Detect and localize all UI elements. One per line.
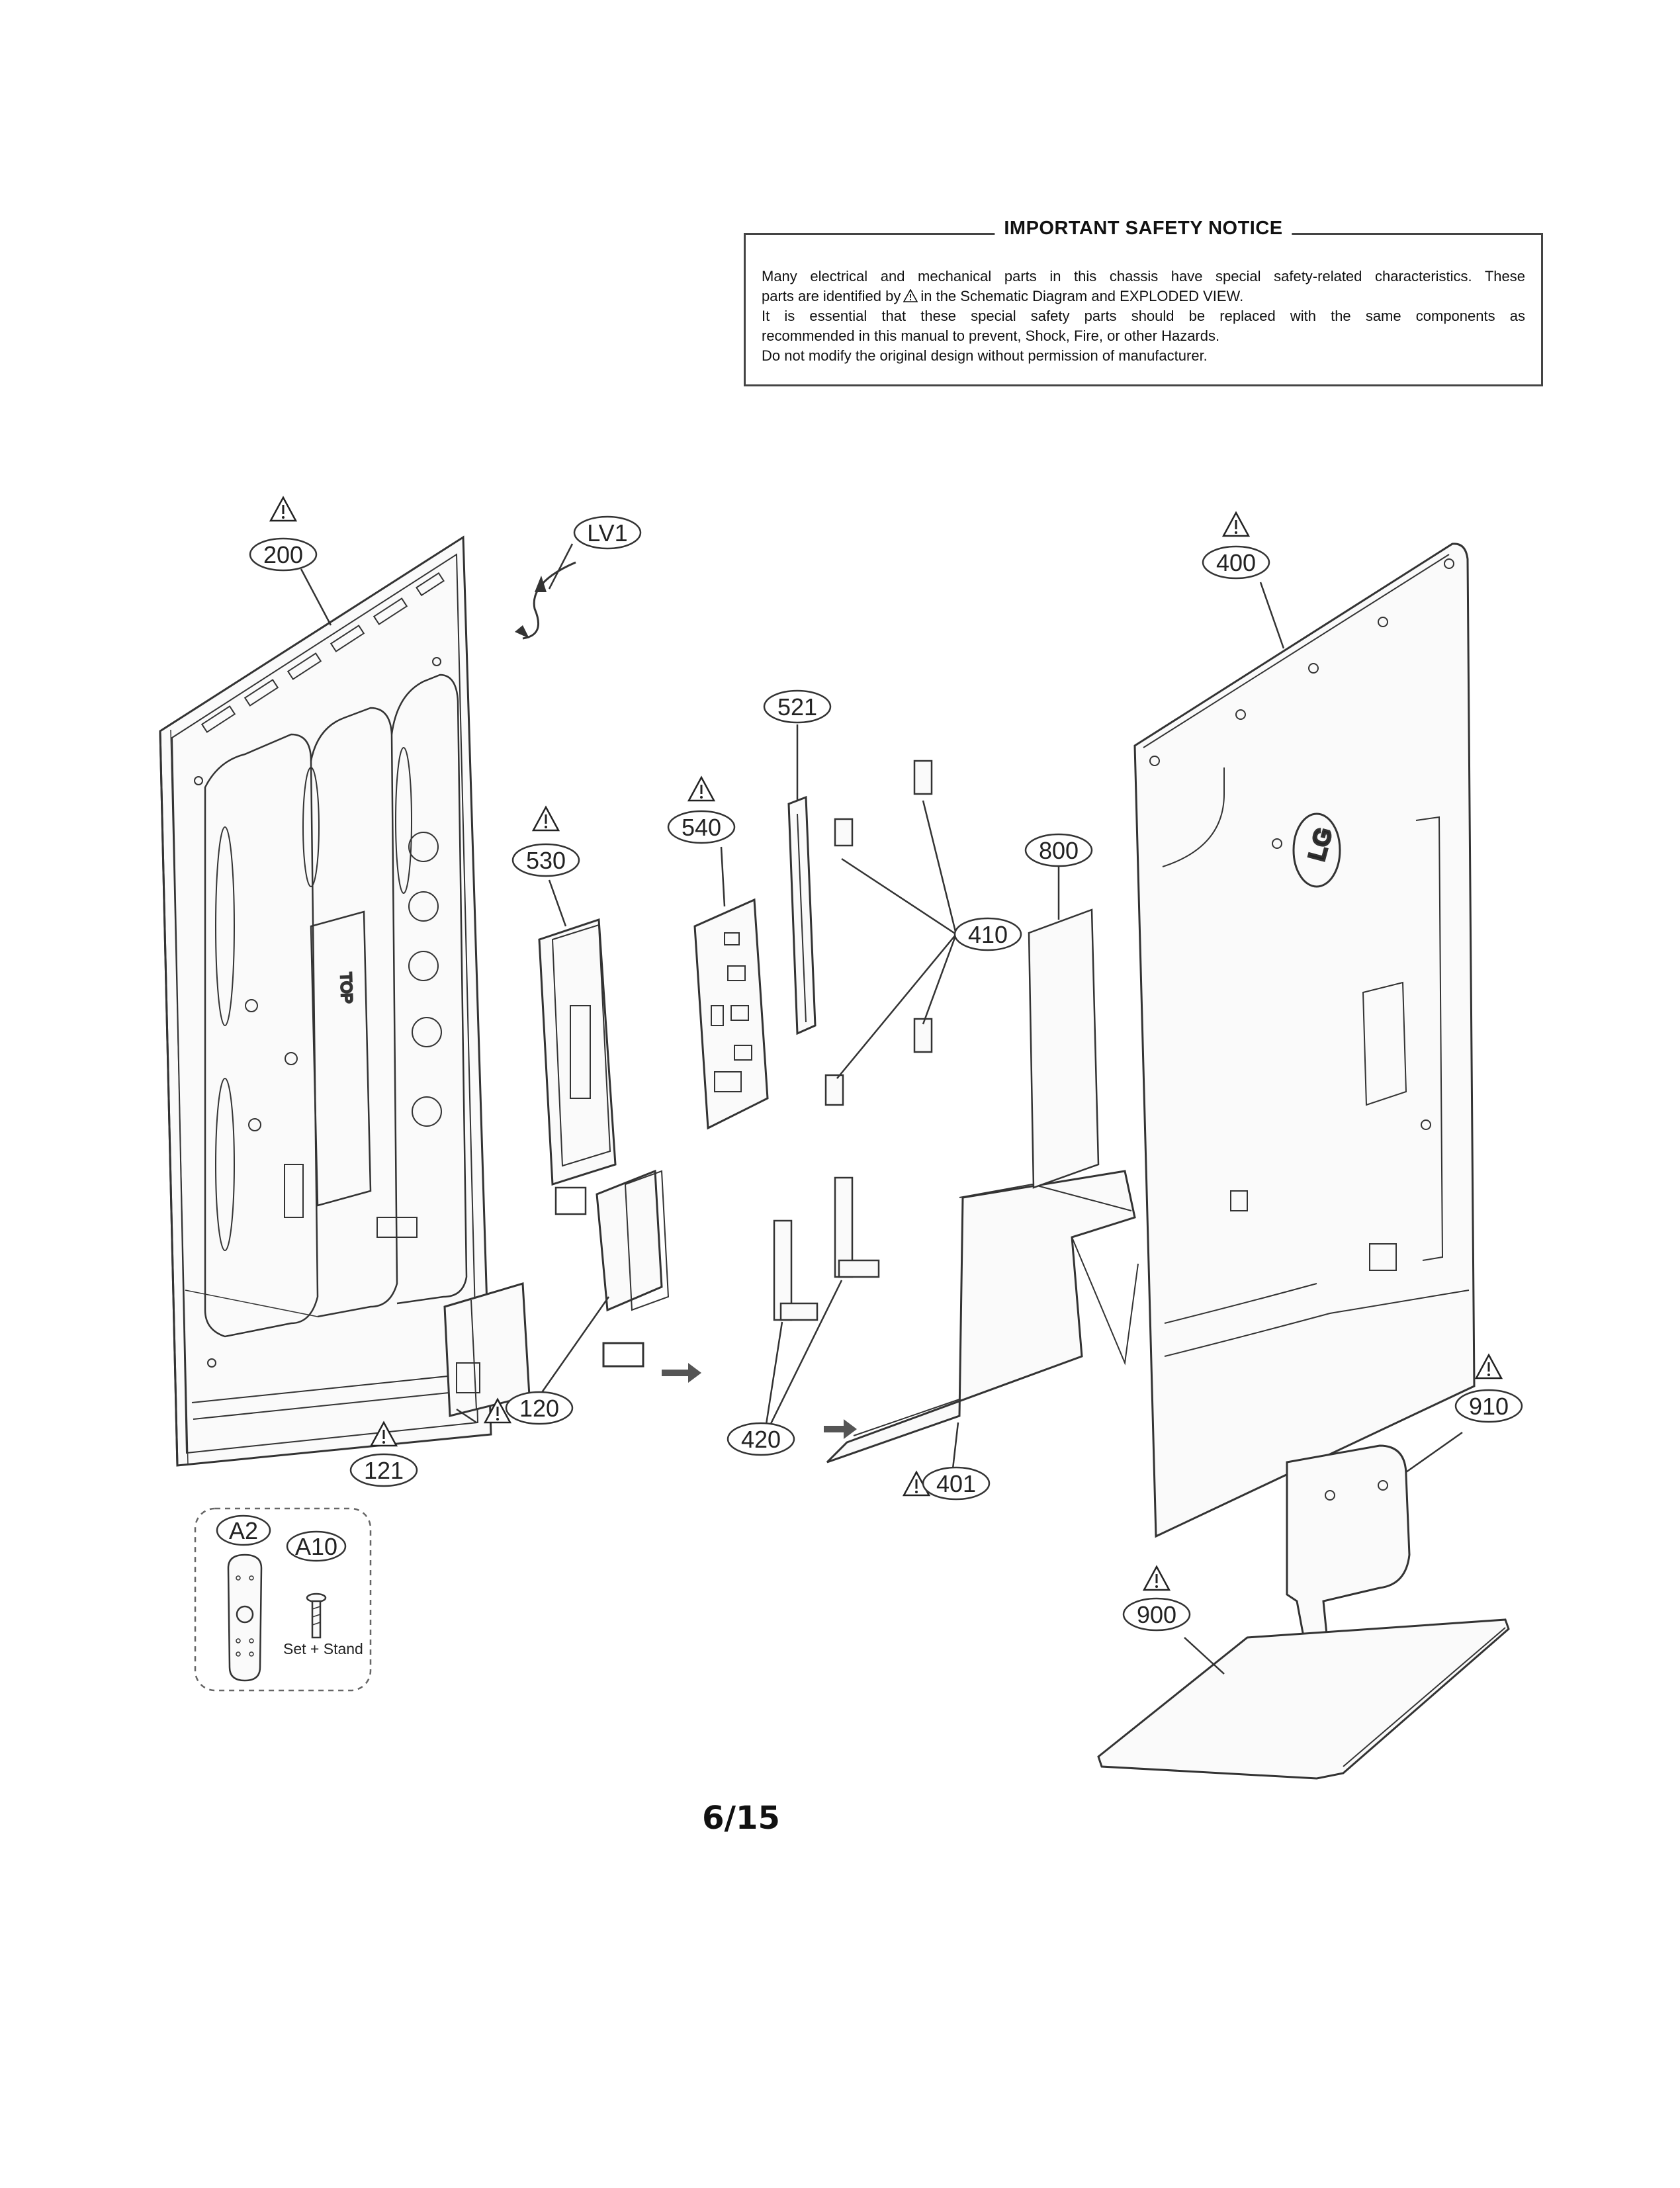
vertical-bracket-part-group: [773, 1176, 880, 1321]
cover-part: [596, 1169, 701, 1383]
callout-a2: A2: [216, 1514, 271, 1546]
clip-part-group: [824, 760, 933, 1106]
callout-label-a10: A10: [295, 1533, 337, 1560]
power-board-part: [538, 918, 617, 1215]
notice-line-2a: parts are identified by: [762, 288, 901, 304]
callout-200: 200: [249, 496, 318, 572]
notice-line-2b: in the Schematic Diagram and EXPLODED VI…: [920, 288, 1244, 304]
callout-521: 521: [763, 689, 832, 724]
callout-label-200: 200: [263, 541, 303, 568]
notice-line-2: parts are identified by in the Schematic …: [762, 286, 1525, 306]
callout-label-400: 400: [1216, 549, 1256, 576]
page-number: 6/15: [702, 1800, 780, 1837]
callout-label-900: 900: [1137, 1601, 1176, 1628]
accessory-box: Set + Stand: [194, 1507, 372, 1692]
callout-a10: A10: [286, 1530, 347, 1562]
callout-label-530: 530: [526, 847, 566, 874]
main-board-part: [693, 898, 769, 1130]
warning-triangle-icon: [1222, 511, 1250, 537]
callout-label-410: 410: [968, 921, 1008, 948]
callout-label-a2: A2: [229, 1517, 258, 1544]
back-cover-part: LG: [1133, 543, 1476, 1538]
stand-neck-frame-part: [824, 1170, 1139, 1464]
callout-410: 410: [953, 917, 1022, 951]
notice-line-4: recommended in this manual to prevent, S…: [762, 328, 1220, 344]
safety-notice-title: IMPORTANT SAFETY NOTICE: [995, 218, 1292, 240]
warning-triangle-icon: [903, 289, 918, 302]
stand-base-part: [1097, 1618, 1510, 1780]
notice-line-5: Do not modify the original design withou…: [762, 347, 1208, 364]
rail-bracket-part: [787, 795, 817, 1035]
warning-triangle-icon: [1143, 1565, 1171, 1591]
callout-lv1: LV1: [573, 515, 642, 550]
notice-line-3: It is essential that these special safet…: [762, 308, 1525, 324]
warning-triangle-icon: [1475, 1354, 1503, 1379]
callout-121: 121: [349, 1421, 418, 1487]
label-sheet-part: [1028, 908, 1100, 1189]
callout-label-910: 910: [1469, 1393, 1509, 1420]
safety-notice-body: Many electrical and mechanical parts in …: [762, 267, 1525, 366]
callout-400: 400: [1202, 511, 1270, 580]
svg-text:TOP: TOP: [337, 972, 356, 1004]
callout-120: 120: [484, 1391, 574, 1425]
callout-800: 800: [1024, 833, 1093, 867]
callout-900: 900: [1122, 1565, 1191, 1632]
callout-label-540: 540: [682, 814, 721, 841]
warning-triangle-icon: [269, 496, 297, 522]
callout-540: 540: [667, 776, 736, 844]
callout-label-800: 800: [1039, 837, 1079, 864]
warning-triangle-icon: [532, 806, 560, 832]
callout-530: 530: [511, 806, 580, 877]
callout-label-lv1: LV1: [587, 519, 627, 547]
screw-drawing: [306, 1593, 327, 1639]
accessory-note: Set + Stand: [283, 1640, 363, 1657]
callout-label-121: 121: [364, 1457, 404, 1484]
lg-logo-lettering: LG: [1303, 825, 1338, 864]
callout-label-521: 521: [777, 693, 817, 721]
callout-910: 910: [1454, 1354, 1523, 1423]
callout-label-420: 420: [741, 1426, 781, 1453]
callout-label-120: 120: [519, 1395, 559, 1422]
callout-label-401: 401: [936, 1470, 976, 1497]
callout-420: 420: [727, 1422, 795, 1456]
leader-lines: [300, 543, 1463, 1675]
safety-notice-box: IMPORTANT SAFETY NOTICE Many electrical …: [744, 218, 1543, 386]
callout-401: 401: [903, 1466, 991, 1501]
remote-control-drawing: [227, 1553, 263, 1682]
display-module-part: TOP: [159, 535, 492, 1467]
notice-line-1: Many electrical and mechanical parts in …: [762, 268, 1525, 284]
warning-triangle-icon: [687, 776, 715, 802]
